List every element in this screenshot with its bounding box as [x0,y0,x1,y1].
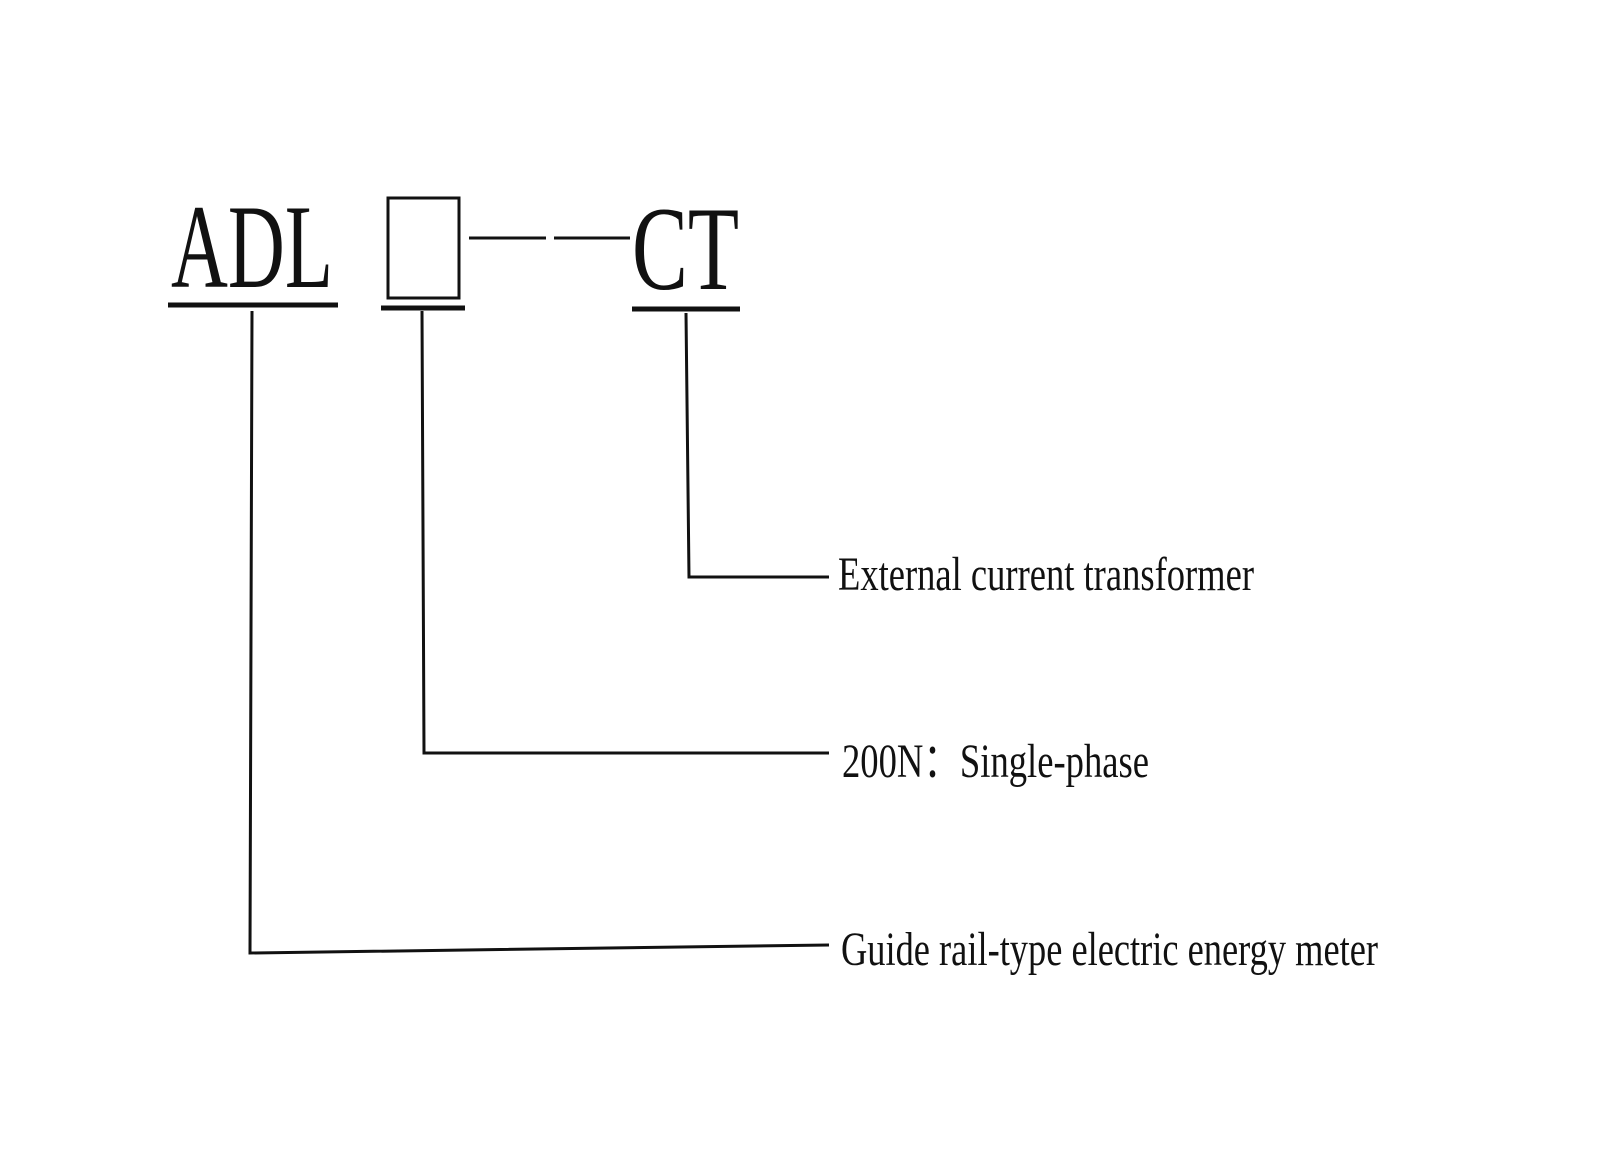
ct-connector [684,312,829,579]
suffix-code: CT [632,182,739,315]
type-description: Guide rail-type electric energy meter [841,923,1378,976]
phase-description: 200N：Single-phase [842,735,1149,788]
phase-connector [420,310,829,755]
type-connector [248,310,830,955]
ct-description: External current transformer [838,548,1254,601]
placeholder-box [386,196,461,300]
prefix-code: ADL [171,180,333,313]
